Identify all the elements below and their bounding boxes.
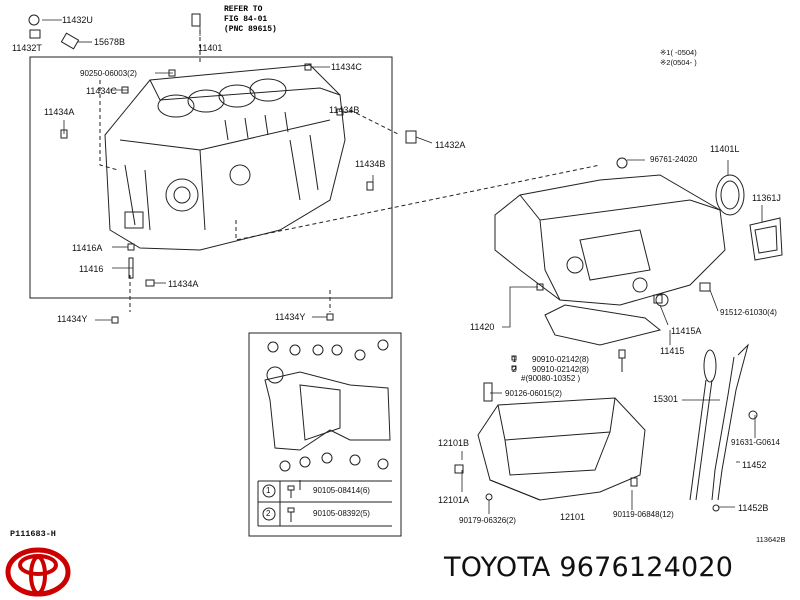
part-label-11434C-right[interactable]: 11434C	[331, 62, 362, 72]
part-label-12101A[interactable]: 12101A	[438, 495, 470, 505]
part-label-11452B[interactable]: 11452B	[738, 503, 769, 513]
part-label-11401L[interactable]: 11401L	[710, 144, 740, 154]
part-label-90910-2[interactable]: 90910-02142(8)	[532, 365, 589, 374]
callout-circle-1	[262, 484, 276, 498]
part-label-11434C-left[interactable]: 11434C	[86, 86, 117, 96]
reference-note: REFER TO FIG 84-01 (PNC 89615)	[224, 5, 277, 35]
part-label-11432A[interactable]: 11432A	[435, 140, 466, 150]
part-label-91631[interactable]: 91631-G0614	[731, 438, 780, 447]
part-label-90119[interactable]: 90119-06848(12)	[613, 510, 674, 519]
note-1: ※1( -0504)	[660, 48, 697, 57]
part-label-11401[interactable]: 11401	[198, 43, 223, 53]
inset-table-bolts	[287, 485, 295, 522]
reference-line-3: (PNC 89615)	[224, 25, 277, 34]
callout-number-1: 1	[512, 355, 517, 364]
inset-bolt-pattern	[264, 339, 391, 490]
part-label-11434B-top[interactable]: 11434B	[329, 105, 360, 115]
part-label-15678B[interactable]: 15678B	[94, 37, 126, 47]
illustration-id: P111683-H	[10, 529, 56, 539]
part-label-90179[interactable]: 90179-06326(2)	[459, 516, 516, 525]
part-label-11415[interactable]: 11415	[660, 346, 685, 356]
part-label-12101B[interactable]: 12101B	[438, 438, 470, 448]
part-label-15301[interactable]: 15301	[653, 394, 679, 404]
part-label-90126[interactable]: 90126-06015(2)	[505, 389, 562, 398]
part-label-90910-1[interactable]: 90910-02142(8)	[532, 355, 589, 364]
part-label-11416A[interactable]: 11416A	[72, 243, 103, 253]
reference-line-1: REFER TO	[224, 5, 263, 14]
part-label-11434A-top[interactable]: 11434A	[44, 107, 75, 117]
part-label-11432T[interactable]: 11432T	[12, 43, 42, 53]
part-label-11434A-bottom[interactable]: 11434A	[168, 279, 199, 289]
seal-parts-drawing	[715, 174, 783, 261]
part-label-96761[interactable]: 96761-24020	[650, 155, 698, 164]
inset-detail-box	[248, 332, 402, 537]
figure-code: 113642B	[756, 535, 786, 544]
note-2: ※2(0504- )	[660, 58, 697, 67]
dashed-guide-lines	[99, 30, 601, 312]
dipstick-drawing	[689, 343, 758, 512]
callout-marker-2: 2	[512, 365, 516, 375]
part-label-90080[interactable]: #(90080-10352 )	[521, 374, 581, 383]
part-label-11434B-lower[interactable]: 11434B	[355, 159, 386, 169]
upper-oil-pan-drawing	[494, 157, 726, 346]
inset-part-90105-08392[interactable]: 90105-08392(5)	[313, 509, 370, 518]
part-label-11416[interactable]: 11416	[79, 264, 104, 274]
cylinder-block-group-box	[29, 56, 393, 299]
part-label-12101[interactable]: 12101	[560, 512, 586, 522]
callout-number-2: 2	[512, 365, 517, 374]
part-label-11415A[interactable]: 11415A	[671, 326, 702, 336]
part-label-11420[interactable]: 11420	[470, 322, 495, 332]
part-label-90250[interactable]: 90250-06003(2)	[80, 69, 137, 78]
part-label-91512[interactable]: 91512-61030(4)	[720, 308, 777, 317]
inset-mark-1: 1	[266, 486, 271, 495]
inset-mark-2: 2	[266, 509, 271, 518]
callout-marker-1: 1	[512, 355, 516, 365]
part-label-11361J[interactable]: 11361J	[752, 193, 781, 203]
lower-oil-pan-drawing	[454, 382, 646, 501]
brand-part-title: TOYOTA 9676124020	[444, 552, 734, 583]
callout-circle-2	[262, 507, 276, 521]
part-label-11434Y-left[interactable]: 11434Y	[57, 314, 88, 324]
toyota-logo	[5, 547, 71, 597]
leader-lines	[42, 19, 763, 514]
cylinder-block-drawing	[104, 64, 346, 251]
part-label-11434Y-right[interactable]: 11434Y	[275, 312, 306, 322]
part-label-11432U[interactable]: 11432U	[62, 15, 93, 25]
inset-part-90105-08414[interactable]: 90105-08414(6)	[313, 486, 370, 495]
part-label-11452[interactable]: 11452	[742, 460, 767, 470]
bolt-symbols	[511, 283, 663, 487]
reference-line-2: FIG 84-01	[224, 15, 268, 24]
